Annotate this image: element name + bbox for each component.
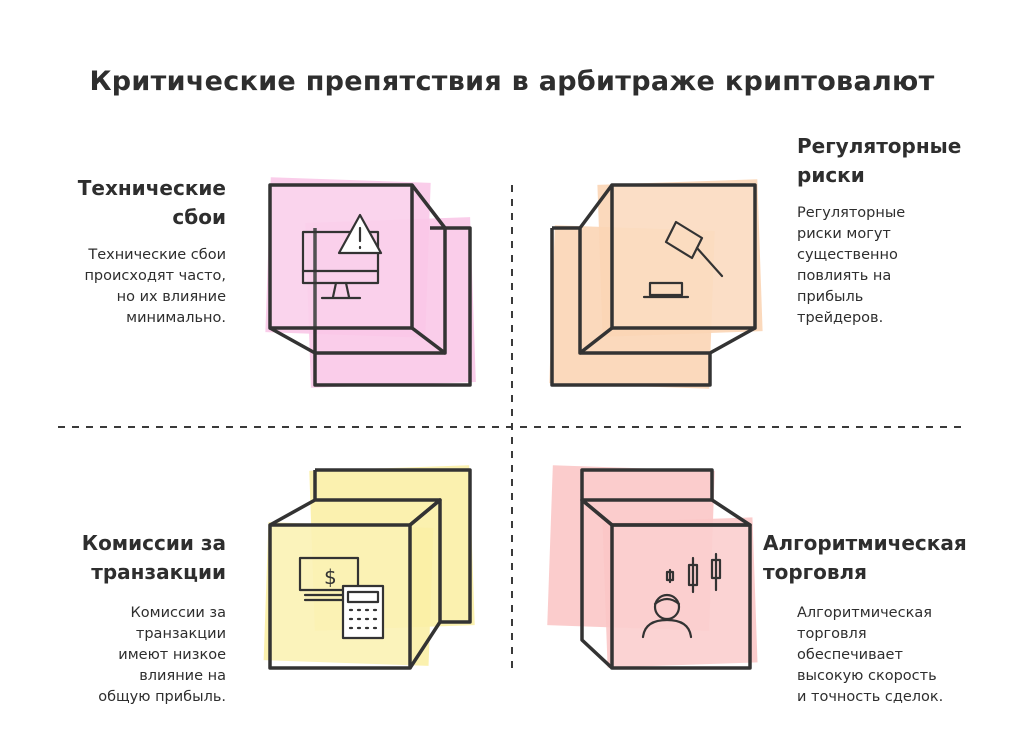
- algo-cube: [547, 465, 758, 670]
- technical-cube: [265, 177, 476, 388]
- technical-heading-line: Технические: [77, 176, 226, 200]
- technical-description-line: но их влияние: [116, 289, 226, 305]
- algo-description-line: высокую скорость: [797, 668, 937, 684]
- technical-front-fill: [265, 177, 431, 338]
- technical-heading-line: сбои: [172, 205, 226, 229]
- fees-heading: Комиссии за транзакции: [30, 529, 226, 587]
- fees-heading-line: транзакции: [91, 560, 226, 584]
- regulatory-heading: Регуляторные риски: [797, 132, 1007, 190]
- regulatory-description-line: трейдеров.: [797, 310, 884, 326]
- regulatory-heading-line: Регуляторные: [797, 134, 962, 158]
- regulatory-heading-line: риски: [797, 163, 865, 187]
- regulatory-description-line: повлиять на: [797, 268, 892, 284]
- cash-calculator-icon: $: [298, 556, 385, 640]
- technical-description-line: минимально.: [126, 310, 226, 326]
- regulatory-description: Регуляторные риски могут существенно пов…: [797, 203, 1007, 329]
- technical-description-line: происходят часто,: [84, 268, 226, 284]
- algo-heading-line: Алгоритмическая: [763, 531, 967, 555]
- algo-description-line: торговля: [797, 626, 867, 642]
- algo-description-line: и точность сделок.: [797, 689, 944, 705]
- technical-description-line: Технические сбои: [88, 247, 226, 263]
- technical-heading: Технические сбои: [30, 174, 226, 232]
- fees-description-line: имеют низкое: [118, 647, 226, 663]
- algo-description-line: обеспечивает: [797, 647, 903, 663]
- trader-candlestick-icon: [641, 552, 722, 639]
- technical-description: Технические сбои происходят часто, но их…: [30, 245, 226, 329]
- fees-description-line: транзакции: [135, 626, 226, 642]
- svg-text:$: $: [324, 565, 337, 589]
- regulatory-description-line: существенно: [797, 247, 898, 263]
- divider-lines: [58, 185, 966, 668]
- regulatory-cube: [549, 179, 763, 389]
- fees-heading-line: Комиссии за: [81, 531, 226, 555]
- algo-front-fill: [602, 517, 758, 668]
- regulatory-description-line: прибыль: [797, 289, 864, 305]
- algo-heading-line: торговля: [763, 560, 867, 584]
- page-title: Критические препятствия в арбитраже крип…: [89, 66, 935, 97]
- fees-description-line: Комиссии за: [130, 605, 226, 621]
- gavel-icon: [642, 220, 724, 299]
- fees-description-line: влияние на: [139, 668, 226, 684]
- algo-description: Алгоритмическая торговля обеспечивает вы…: [797, 603, 1007, 708]
- regulatory-description-line: риски могут: [797, 226, 891, 242]
- algo-description-line: Алгоритмическая: [797, 605, 932, 621]
- algo-heading: Алгоритмическая торговля: [763, 529, 1008, 587]
- monitor-warning-icon: [301, 213, 383, 300]
- regulatory-description-line: Регуляторные: [797, 205, 906, 221]
- fees-description: Комиссии за транзакции имеют низкое влия…: [30, 603, 226, 708]
- fees-cube: $: [263, 465, 475, 670]
- fees-description-line: общую прибыль.: [98, 689, 226, 705]
- regulatory-front-fill: [597, 179, 763, 337]
